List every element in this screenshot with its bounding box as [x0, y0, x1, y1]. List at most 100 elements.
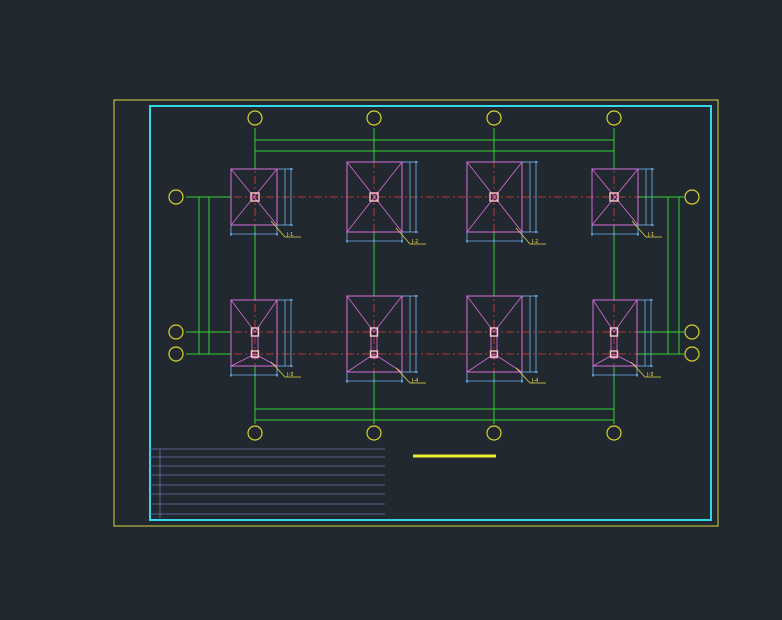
footing-outline — [230, 168, 278, 226]
dimension-group — [230, 168, 293, 236]
dimension-tick — [415, 371, 417, 373]
dimension-tick — [276, 374, 278, 376]
footing-diagonal — [254, 299, 278, 333]
footing-tag: J-3 — [286, 372, 293, 378]
dimension-group — [592, 299, 653, 377]
footing-diagonal — [493, 295, 523, 333]
footing-outline — [591, 168, 639, 226]
footing-tag: J-2 — [411, 239, 418, 245]
sheet-border — [113, 99, 719, 527]
footing-diagonal — [466, 353, 495, 373]
footing-diagonal — [373, 295, 403, 333]
dimension-group — [230, 299, 293, 377]
dimension-tick — [535, 295, 537, 297]
tag-leader — [630, 361, 646, 378]
dimension-tick — [415, 161, 417, 163]
footing-tag: J-3 — [646, 372, 653, 378]
footing-diagonal — [346, 295, 375, 333]
dimension-tick — [592, 374, 594, 376]
dimension-tick — [401, 240, 403, 242]
footing-diagonal — [613, 299, 638, 333]
axis-lines — [186, 128, 684, 424]
footing-diagonal — [466, 295, 495, 333]
dimension-tick — [401, 380, 403, 382]
tag-leader — [395, 367, 411, 384]
column-pier — [250, 192, 260, 202]
footing-outline — [230, 299, 278, 367]
tag-leader — [515, 227, 531, 245]
tag-leader — [631, 220, 647, 238]
dimension-group — [591, 168, 654, 236]
dimension-tick — [230, 374, 232, 376]
dimension-tick — [650, 299, 652, 301]
footings-layer: J-1J-2 J-2 J-1J-3J-4 J-4 J-3 — [230, 161, 662, 384]
dimension-tick — [637, 233, 639, 235]
footing-diagonal — [230, 168, 278, 226]
dimension-tick — [415, 295, 417, 297]
column-pier — [489, 350, 499, 358]
footing-diagonal — [230, 299, 256, 333]
dimension-tick — [535, 231, 537, 233]
dimension-group — [466, 295, 538, 383]
column-pier — [489, 327, 499, 337]
dimension-tick — [466, 240, 468, 242]
column-pier — [369, 327, 379, 337]
footing-diagonal — [346, 161, 403, 233]
column-pier — [609, 350, 619, 358]
dimension-tick — [415, 231, 417, 233]
dimension-tick — [290, 365, 292, 367]
dimension-tick — [230, 233, 232, 235]
footing-outline — [592, 299, 638, 367]
dimension-group — [346, 161, 418, 243]
dimension-tick — [521, 240, 523, 242]
dimension-tick — [346, 240, 348, 242]
dimension-group — [346, 295, 418, 383]
dimension-tick — [290, 299, 292, 301]
footing-outline — [466, 161, 523, 233]
footing-tag: J-4 — [411, 378, 418, 384]
tag-leader — [270, 220, 286, 238]
column-pier — [609, 192, 619, 202]
footing-diagonal — [466, 161, 523, 233]
footing-outline — [346, 295, 403, 373]
column-pier — [250, 350, 260, 358]
footing-diagonal — [373, 353, 403, 373]
footing-diagonal — [592, 299, 615, 333]
dimension-tick — [290, 168, 292, 170]
dimension-tick — [290, 224, 292, 226]
column-pier — [489, 192, 499, 202]
footing-tag: J-1 — [286, 232, 293, 238]
dimension-tick — [651, 168, 653, 170]
footing-tag: J-1 — [647, 232, 654, 238]
column-pier — [369, 350, 379, 358]
column-pier — [609, 327, 619, 337]
footing-outline — [346, 161, 403, 233]
footing-outline — [466, 295, 523, 373]
dimension-tick — [591, 233, 593, 235]
dimension-tick — [466, 380, 468, 382]
dimension-tick — [535, 371, 537, 373]
dimension-tick — [535, 161, 537, 163]
footing-tag: J-4 — [531, 378, 538, 384]
title-block — [150, 448, 385, 518]
dimension-group — [466, 161, 538, 243]
dimension-tick — [636, 374, 638, 376]
tag-leader — [395, 227, 411, 245]
dimension-tick — [650, 365, 652, 367]
dimension-tick — [651, 224, 653, 226]
footing-diagonal — [591, 168, 639, 226]
footing-diagonal — [346, 353, 375, 373]
column-pier — [250, 327, 260, 337]
drawing-frame — [149, 105, 712, 521]
tie-beams — [186, 128, 684, 424]
tag-leader — [515, 367, 531, 384]
dimension-tick — [276, 233, 278, 235]
column-pier — [369, 192, 379, 202]
dimension-tick — [521, 380, 523, 382]
dimension-tick — [346, 380, 348, 382]
footing-tag: J-2 — [531, 239, 538, 245]
footing-diagonal — [493, 353, 523, 373]
tag-leader — [270, 361, 286, 378]
grid-bubbles — [168, 110, 700, 441]
